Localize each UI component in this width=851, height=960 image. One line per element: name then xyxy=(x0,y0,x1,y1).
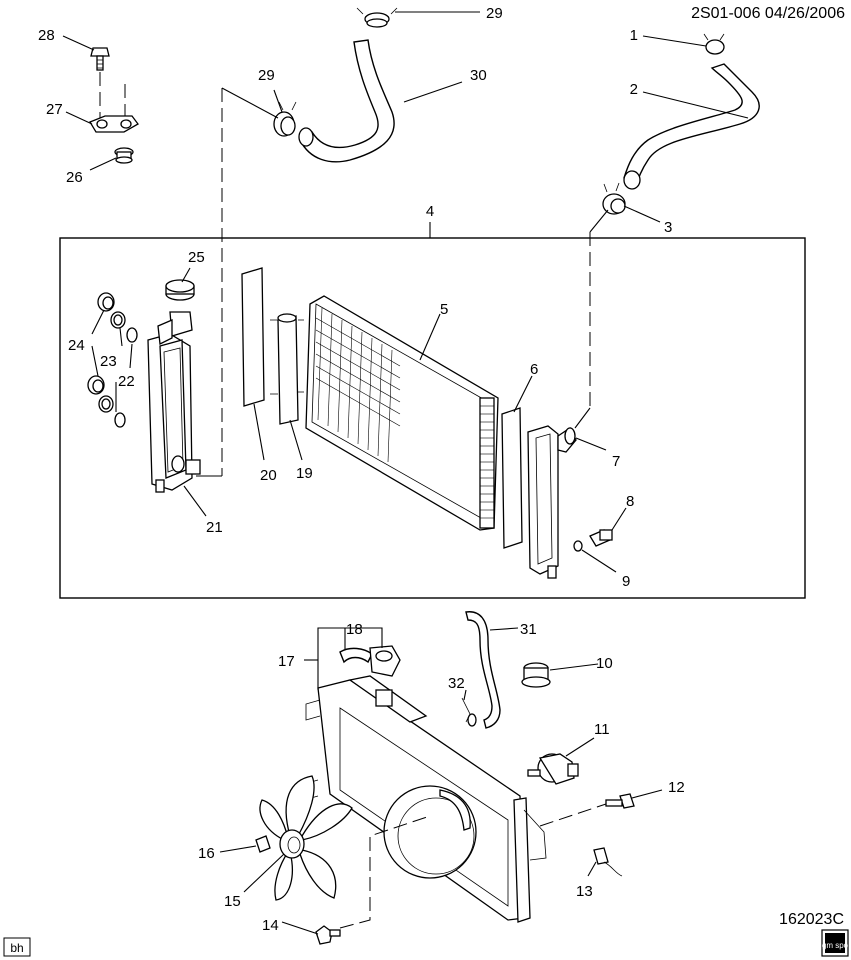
mount-bracket-27 xyxy=(89,115,139,133)
fan-shroud-17 xyxy=(303,675,547,923)
foam-seal-19 xyxy=(270,313,304,425)
bolt-12 xyxy=(605,793,635,809)
callout-16: 16 xyxy=(198,845,215,862)
callout-26: 26 xyxy=(66,169,83,186)
hose-clamp-29-top xyxy=(356,7,398,28)
callout-20: 20 xyxy=(260,467,277,484)
callout-7: 7 xyxy=(612,453,620,470)
callout-32: 32 xyxy=(448,675,465,692)
callout-22: 22 xyxy=(118,373,135,390)
corner-tag-text: bh xyxy=(10,941,23,955)
hose-clamp-3 xyxy=(602,182,626,215)
callout-25: 25 xyxy=(188,249,205,266)
side-seal-20 xyxy=(241,267,265,407)
leader-lines xyxy=(62,11,749,935)
callout-14: 14 xyxy=(262,917,279,934)
logo-text: gm spo xyxy=(822,941,849,950)
callout-28: 28 xyxy=(38,27,55,44)
hose-clamp-1 xyxy=(703,33,725,55)
callout-5: 5 xyxy=(440,301,448,318)
o-ring-22 xyxy=(114,327,138,428)
callout-6: 6 xyxy=(530,361,538,378)
grommet-26 xyxy=(114,147,134,164)
radiator-tank-21 xyxy=(147,311,201,493)
reservoir-hose-18 xyxy=(339,645,401,677)
bolt-14 xyxy=(315,925,341,945)
doc-id-date: 2S01-006 04/26/2006 xyxy=(691,5,845,22)
overflow-hose-31 xyxy=(465,611,501,729)
callout-11: 11 xyxy=(594,721,610,738)
callout-12: 12 xyxy=(668,779,685,796)
callout-2: 2 xyxy=(630,81,638,98)
cooling-fan-15 xyxy=(259,775,353,901)
callout-15: 15 xyxy=(224,893,241,910)
upper-hose-30 xyxy=(298,39,395,163)
callout-27: 27 xyxy=(46,101,63,118)
callout-19: 19 xyxy=(296,465,313,482)
drawing-number: 162023C xyxy=(779,911,844,928)
lower-hose-2 xyxy=(623,63,760,190)
drain-cock-8 xyxy=(589,529,613,547)
radiator-core-5 xyxy=(305,295,499,531)
clip-32 xyxy=(461,697,477,727)
outlet-tank-7 xyxy=(527,425,577,579)
callout-10: 10 xyxy=(596,655,613,672)
callout-31: 31 xyxy=(520,621,537,638)
fan-motor-11 xyxy=(527,753,579,785)
radiator-assembly-frame xyxy=(59,237,806,599)
callout-21: 21 xyxy=(206,519,223,536)
callout-3: 3 xyxy=(664,219,672,236)
side-seal-6 xyxy=(501,407,523,549)
hose-clamp-29-left xyxy=(273,101,297,137)
grommet-10 xyxy=(521,662,551,688)
o-ring-9 xyxy=(573,540,583,552)
callout-24: 24 xyxy=(68,337,85,354)
callout-30: 30 xyxy=(470,67,487,84)
connector-13 xyxy=(593,847,623,877)
bolt-28 xyxy=(90,47,110,71)
callout-8: 8 xyxy=(626,493,634,510)
callout-29-top: 29 xyxy=(486,5,503,22)
callout-23: 23 xyxy=(100,353,117,370)
callout-9: 9 xyxy=(622,573,630,590)
callout-18: 18 xyxy=(346,621,363,638)
callout-17: 17 xyxy=(278,653,295,670)
callout-1: 1 xyxy=(630,27,638,44)
callout-labels: 1 2 3 4 5 6 7 8 9 10 11 12 13 14 15 16 1… xyxy=(38,5,685,934)
callout-13: 13 xyxy=(576,883,593,900)
corner-tag: bh xyxy=(3,937,31,957)
fan-nut-16 xyxy=(255,835,271,853)
gm-spo-logo: gm spo xyxy=(821,929,849,957)
drain-plug-24 xyxy=(87,292,115,395)
callout-29-left: 29 xyxy=(258,67,275,84)
washer-23 xyxy=(98,311,126,413)
radiator-cap-25 xyxy=(165,279,195,301)
callout-4: 4 xyxy=(426,203,434,220)
